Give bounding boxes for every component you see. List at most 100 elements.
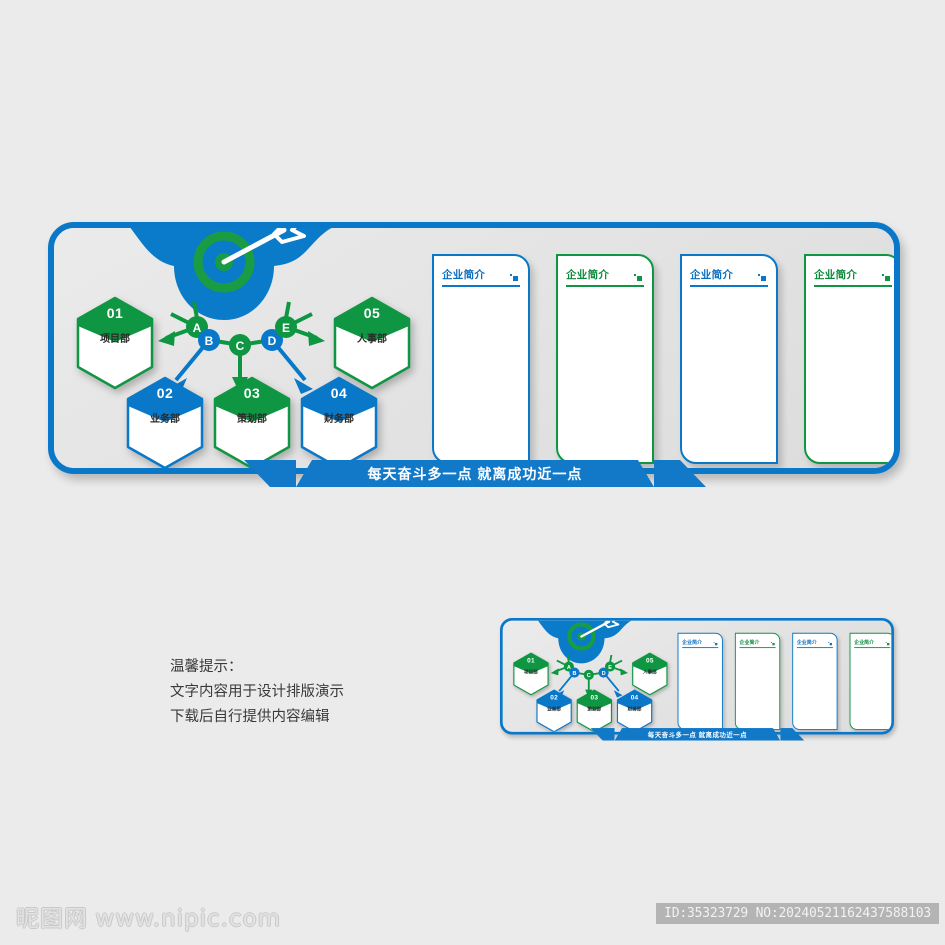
thumb-frame-inner: A B C D E xyxy=(502,620,892,732)
svg-text:D: D xyxy=(602,671,606,677)
panel-decor-dots-icon xyxy=(506,272,518,281)
thumb-info-panel-group: 企业简介 企业简介 xyxy=(677,632,892,731)
panel-title: 企业简介 xyxy=(682,639,703,646)
watermark-site-url: www.nipic.com xyxy=(95,906,282,932)
hexagon-label: 人事部 xyxy=(642,669,657,675)
design-thumbnail-preview: A B C D E xyxy=(500,618,896,754)
tips-line-1: 温馨提示： xyxy=(170,659,243,675)
panel-decor-dots-icon xyxy=(754,272,766,281)
info-panel-3[interactable]: 企业简介 xyxy=(680,254,778,464)
panel-decor-dots-icon xyxy=(878,272,890,281)
hexagon-department-05[interactable]: 05 人事部 xyxy=(329,296,415,390)
svg-text:B: B xyxy=(205,334,214,348)
banner-wing-left xyxy=(244,460,296,487)
info-panel-group: 企业简介 企业简介 企业简介 xyxy=(432,254,894,466)
hexagon-label: 策划部 xyxy=(237,414,267,425)
design-frame: A B C D E xyxy=(48,222,900,474)
panel-decor-dots-icon xyxy=(630,272,642,281)
thumb-target-with-arrow-icon xyxy=(535,620,637,666)
thumb-frame: A B C D E xyxy=(500,618,894,735)
hexagon-label: 人事部 xyxy=(357,334,387,345)
panel-underline xyxy=(796,646,833,649)
hexagon-label: 业务部 xyxy=(150,414,180,425)
panel-title: 企业简介 xyxy=(442,269,486,281)
svg-text:C: C xyxy=(587,673,591,679)
panel-title: 企业简介 xyxy=(690,269,734,281)
panel-underline xyxy=(814,284,892,287)
banner-text: 每天奋斗多一点 就离成功近一点 xyxy=(367,465,583,482)
panel-decor-dots-icon xyxy=(769,641,775,646)
hexagon-number: 02 xyxy=(156,385,174,401)
panel-header: 企业简介 xyxy=(682,638,719,649)
hexagon-number: 03 xyxy=(243,385,261,401)
hexagon-label: 项目部 xyxy=(100,334,130,345)
hexagon-department-01[interactable]: 01 项目部 xyxy=(72,296,158,390)
footer-watermark-bar: 昵图网 www.nipic.com ID:35323729 NO:2024052… xyxy=(0,885,945,945)
banner-wing-right xyxy=(780,728,804,740)
hexagon-label: 财务部 xyxy=(627,706,642,712)
wall-design-main: A B C D E xyxy=(48,222,900,500)
banner-bar: 每天奋斗多一点 就离成功近一点 xyxy=(615,728,781,740)
thumb-info-panel-2: 企业简介 xyxy=(734,632,781,730)
thumb-hexagon-05: 05 人事部 xyxy=(630,652,670,696)
site-watermark: 昵图网 www.nipic.com xyxy=(16,899,281,933)
panel-underline xyxy=(682,646,719,649)
banner-bar: 每天奋斗多一点 就离成功近一点 xyxy=(296,460,654,487)
tips-line-3: 下载后自行提供内容编辑 xyxy=(170,709,330,725)
info-panel-4[interactable]: 企业简介 xyxy=(804,254,894,464)
watermark-logo-cn: 昵图网 xyxy=(16,905,88,931)
tips-line-2: 文字内容用于设计排版演示 xyxy=(170,684,344,700)
target-with-arrow-icon xyxy=(124,228,344,326)
panel-header: 企业简介 xyxy=(690,265,768,287)
banner-text: 每天奋斗多一点 就离成功近一点 xyxy=(647,730,748,738)
panel-title: 企业简介 xyxy=(566,269,610,281)
hexagon-department-02[interactable]: 02 业务部 xyxy=(122,376,208,468)
hexagon-number: 05 xyxy=(363,305,381,321)
hexagon-number: 01 xyxy=(106,305,124,321)
hexagon-label: 财务部 xyxy=(324,414,354,425)
panel-title: 企业简介 xyxy=(814,269,858,281)
panel-header: 企业简介 xyxy=(796,638,833,649)
panel-underline xyxy=(739,646,776,649)
panel-title: 企业简介 xyxy=(796,639,817,646)
panel-underline xyxy=(566,284,644,287)
panel-title: 企业简介 xyxy=(854,639,875,646)
thumb-hexagon-02: 02 业务部 xyxy=(534,689,574,732)
svg-text:D: D xyxy=(268,334,277,348)
svg-text:B: B xyxy=(572,671,576,677)
svg-text:C: C xyxy=(236,339,245,353)
panel-header: 企业简介 xyxy=(739,638,776,649)
slogan-banner: 每天奋斗多一点 就离成功近一点 xyxy=(48,460,900,500)
thumb-slogan-banner: 每天奋斗多一点 就离成功近一点 xyxy=(500,728,894,746)
panel-underline xyxy=(854,646,891,649)
info-panel-1[interactable]: 企业简介 xyxy=(432,254,530,464)
panel-underline xyxy=(442,284,520,287)
image-id-badge: ID:35323729 NO:20240521162437588103 xyxy=(656,903,939,924)
panel-title: 企业简介 xyxy=(739,639,760,646)
panel-header: 企业简介 xyxy=(566,265,644,287)
hexagon-number: 04 xyxy=(630,693,639,701)
hexagon-label: 项目部 xyxy=(524,669,538,675)
hexagon-department-03[interactable]: 03 策划部 xyxy=(209,376,295,468)
panel-underline xyxy=(690,284,768,287)
banner-wing-right xyxy=(654,460,706,487)
panel-header: 企业简介 xyxy=(442,265,520,287)
info-panel-2[interactable]: 企业简介 xyxy=(556,254,654,464)
hexagon-number: 01 xyxy=(527,656,535,664)
hexagon-number: 03 xyxy=(590,693,599,701)
design-frame-inner: A B C D E xyxy=(54,228,894,468)
panel-header: 企业简介 xyxy=(814,265,892,287)
hexagon-label: 业务部 xyxy=(547,706,562,712)
panel-decor-dots-icon xyxy=(884,641,890,646)
hexagon-number: 05 xyxy=(645,656,654,664)
thumb-info-panel-3: 企业简介 xyxy=(792,632,838,730)
hexagon-number: 04 xyxy=(330,385,348,401)
panel-decor-dots-icon xyxy=(712,641,718,646)
thumb-hexagon-03: 03 策划部 xyxy=(574,689,614,732)
thumb-hexagon-01: 01 项目部 xyxy=(511,652,551,696)
tips-block: 温馨提示： 文字内容用于设计排版演示 下载后自行提供内容编辑 xyxy=(170,655,470,730)
panel-header: 企业简介 xyxy=(854,638,891,649)
hexagon-department-04[interactable]: 04 财务部 xyxy=(296,376,382,468)
panel-decor-dots-icon xyxy=(826,641,833,646)
